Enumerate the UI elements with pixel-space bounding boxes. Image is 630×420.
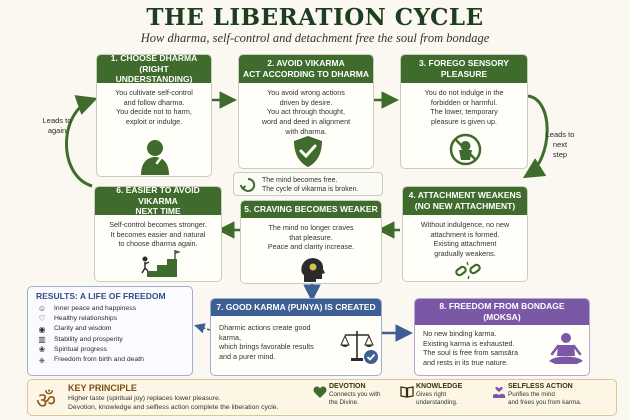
- page-subtitle: How dharma, self-control and detachment …: [140, 31, 490, 45]
- step-card-1: 1. CHOOSE DHARMA (RIGHT UNDERSTANDING) Y…: [96, 54, 212, 177]
- step-header: 1. CHOOSE DHARMA (RIGHT UNDERSTANDING): [97, 55, 211, 84]
- results-panel: RESULTS: A LIFE OF FREEDOM ☺ Inner peace…: [27, 286, 193, 376]
- cycle-broken-note: The mind becomes free. The cycle of vika…: [233, 172, 383, 196]
- label-leads-to-next-step: Leads to next step: [545, 130, 575, 159]
- step-header: 3. FOREGO SENSORY PLEASURE: [401, 55, 527, 83]
- book-icon: [400, 386, 414, 398]
- step-header: 4. ATTACHMENT WEAKENS (NO NEW ATTACHMENT…: [403, 187, 527, 215]
- step-description: No new binding karma. Existing karma is …: [423, 329, 519, 368]
- lotus-icon: ❀: [38, 345, 46, 355]
- result-item: ♡ Healthy relationships: [36, 314, 184, 324]
- path-selfless-action: SELFLESS ACTION Purifies the mind and fr…: [492, 383, 612, 407]
- label-leads-to-again: Leads to again: [42, 116, 72, 135]
- step-header: 6. EASIER TO AVOID VIKARMA NEXT TIME: [95, 187, 221, 216]
- result-item: ◉ Clarity and wisdom: [36, 325, 184, 335]
- page-title: THE LIBERATION CYCLE: [146, 4, 484, 31]
- step-card-4: 4. ATTACHMENT WEAKENS (NO NEW ATTACHMENT…: [402, 186, 528, 282]
- broken-chain-icon: [455, 261, 481, 280]
- path-knowledge: KNOWLEDGE Gives right understanding.: [400, 383, 480, 407]
- result-item: ❀ Spiritual progress: [36, 345, 184, 355]
- step-description: The mind no longer craves that pleasure.…: [267, 223, 355, 252]
- climbing-stairs-icon: [137, 250, 181, 277]
- path-devotion: DEVOTION Connects you with the Divine.: [313, 383, 393, 407]
- result-item: ⎈ Freedom from birth and death: [36, 355, 184, 365]
- step-description: You cultivate self-control and follow dh…: [115, 88, 193, 127]
- step-card-3: 3. FOREGO SENSORY PLEASURE You do not in…: [400, 54, 528, 169]
- arrow-6-to-1: [65, 95, 98, 188]
- wheel-icon: ⎈: [38, 355, 46, 365]
- step-description: You do not indulge in the forbidden or h…: [424, 88, 504, 127]
- helping-hands-icon: [493, 386, 505, 398]
- key-principle-text: Higher taste (spiritual joy) replaces lo…: [68, 395, 279, 412]
- step-description: Without indulgence, no new attachment is…: [420, 220, 510, 259]
- step-description: Dharmic actions create good karma, which…: [219, 323, 314, 362]
- key-principle-title: KEY PRINCIPLE: [68, 383, 137, 393]
- step-description: You avoid wrong actions driven by desire…: [261, 88, 351, 136]
- step-card-2: 2. AVOID VIKARMA ACT ACCORDING TO DHARMA…: [238, 54, 374, 169]
- meditating-person-icon: [549, 333, 583, 364]
- thinking-person-icon: [141, 140, 169, 175]
- om-symbol-icon: ॐ: [36, 389, 57, 414]
- step-description: Self-control becomes stronger. It become…: [109, 220, 207, 249]
- step-card-5: 5. CRAVING BECOMES WEAKER The mind no lo…: [240, 200, 382, 284]
- balance-scale-icon: [340, 331, 378, 364]
- step-header: 2. AVOID VIKARMA ACT ACCORDING TO DHARMA: [239, 55, 373, 83]
- result-item: ▥ Stability and prosperity: [36, 335, 184, 345]
- key-principle-panel: ॐ KEY PRINCIPLE Higher taste (spiritual …: [27, 379, 617, 416]
- step-card-8: 8. FREEDOM FROM BONDAGE (MOKSA) No new b…: [414, 298, 590, 376]
- heart-icon: [313, 386, 327, 398]
- no-dessert-icon: [449, 133, 482, 166]
- step-header: 8. FREEDOM FROM BONDAGE (MOKSA): [415, 299, 589, 325]
- recycle-icon: [240, 177, 256, 192]
- calm-head-icon: [301, 258, 325, 282]
- arrow-3-to-4: [522, 94, 549, 179]
- step-card-6: 6. EASIER TO AVOID VIKARMA NEXT TIME Sel…: [94, 186, 222, 282]
- shield-check-icon: [294, 136, 322, 167]
- arrow-7-to-results: [194, 323, 211, 334]
- heart-icon: ♡: [38, 314, 46, 324]
- bar-chart-icon: ▥: [38, 335, 46, 345]
- step-header: 7. GOOD KARMA (PUNYA) IS CREATED: [211, 299, 381, 316]
- step-header: 5. CRAVING BECOMES WEAKER: [241, 201, 381, 218]
- step-card-7: 7. GOOD KARMA (PUNYA) IS CREATED Dharmic…: [210, 298, 382, 376]
- results-title: RESULTS: A LIFE OF FREEDOM: [36, 291, 166, 301]
- eye-icon: ◉: [38, 324, 46, 334]
- smile-icon: ☺: [37, 304, 47, 314]
- result-item: ☺ Inner peace and happiness: [37, 304, 137, 314]
